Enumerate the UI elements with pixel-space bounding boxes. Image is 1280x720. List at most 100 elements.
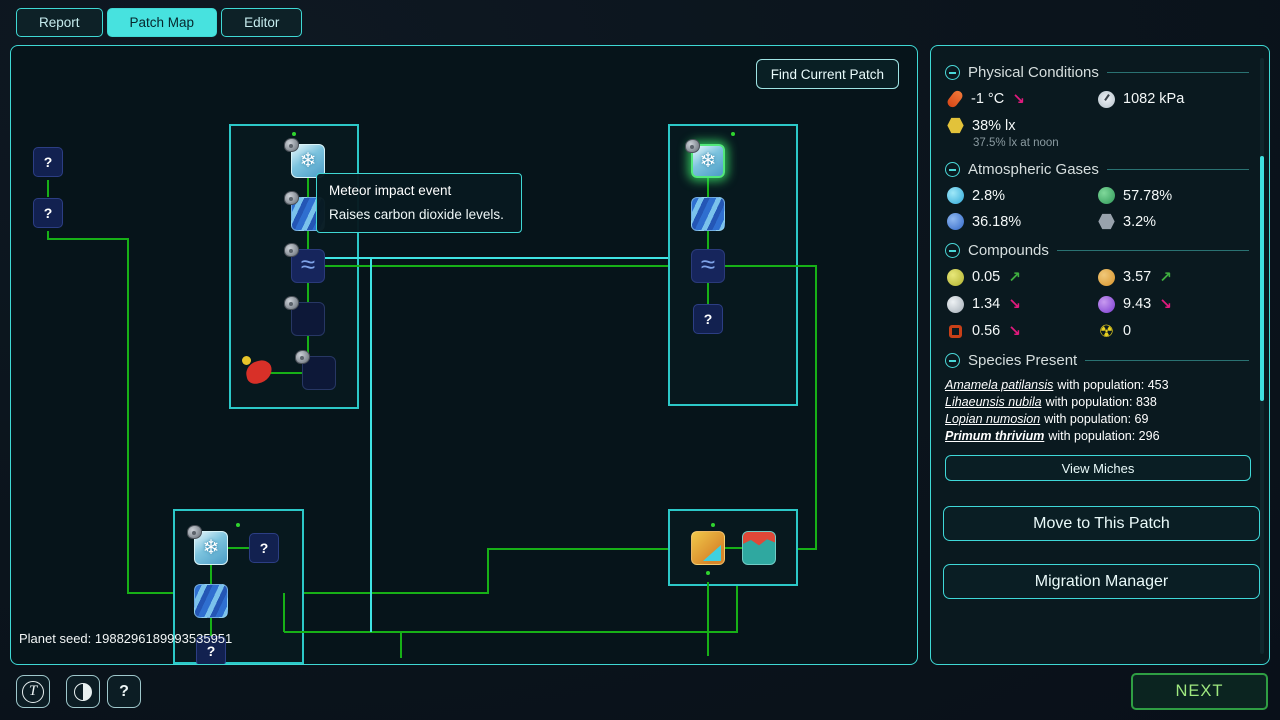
tooltip-title: Meteor impact event — [329, 183, 509, 198]
thriveopedia-button[interactable]: T — [16, 675, 50, 708]
section-title: Species Present — [968, 352, 1077, 369]
player-species-marker[interactable] — [244, 358, 274, 384]
question-icon: ? — [704, 312, 713, 326]
stat-row: 38% lx — [947, 117, 1249, 134]
collapse-icon[interactable] — [945, 353, 960, 368]
patch-ice-shelf[interactable]: ❄ — [194, 531, 228, 565]
meteor-event-icon — [284, 243, 299, 257]
patch-abyssopelagic[interactable] — [291, 302, 325, 336]
section-physical-conditions: Physical Conditions — [945, 64, 1249, 81]
species-name-link[interactable]: Primum thrivium — [945, 429, 1044, 443]
patch-epipelagic[interactable]: ≈ — [691, 249, 725, 283]
section-divider — [1107, 72, 1249, 73]
section-species-present: Species Present — [945, 352, 1249, 369]
next-button[interactable]: NEXT — [1131, 673, 1268, 710]
other-gas-icon — [1098, 213, 1115, 230]
species-list: Amamela patilansiswith population: 453 L… — [945, 377, 1249, 445]
meteor-event-tooltip: Meteor impact event Raises carbon dioxid… — [316, 173, 522, 233]
collapse-icon[interactable] — [945, 65, 960, 80]
tab-editor[interactable]: Editor — [221, 8, 302, 37]
light-at-noon-label: 37.5% lx at noon — [973, 137, 1249, 149]
iron-value: 0.56 — [972, 323, 1000, 339]
trend-up-icon: ↗ — [1008, 268, 1021, 286]
map-node-dot — [236, 523, 240, 527]
patch-details-panel: Physical Conditions -1 °C ↘ 1082 kPa 38%… — [930, 45, 1270, 665]
patch-seafloor[interactable] — [302, 356, 336, 390]
trend-down-icon: ↘ — [1008, 322, 1021, 340]
patch-unknown[interactable]: ? — [33, 147, 63, 177]
iron-icon — [949, 325, 962, 338]
temperature-stat: -1 °C ↘ — [947, 90, 1098, 108]
stat-row: 1.34 ↘ 9.43 ↘ — [947, 295, 1249, 313]
planet-seed-label: Planet seed: 1988296189993535951 — [19, 631, 232, 646]
radiation-stat: ☢ 0 — [1098, 322, 1249, 340]
hydrogen-sulfide-value: 9.43 — [1123, 296, 1151, 312]
pressure-gauge-icon — [1098, 91, 1115, 108]
help-icon: ? — [119, 683, 129, 701]
species-population: with population: 69 — [1044, 412, 1148, 426]
species-row: Amamela patilansiswith population: 453 — [945, 377, 1249, 394]
collapse-icon[interactable] — [945, 243, 960, 258]
meteor-event-icon — [295, 350, 310, 364]
pressure-value: 1082 kPa — [1123, 91, 1184, 107]
trend-down-icon: ↘ — [1008, 295, 1021, 313]
carbon-dioxide-icon — [947, 213, 964, 230]
nitrogen-icon — [1098, 187, 1115, 204]
meteor-event-icon — [187, 525, 202, 539]
carbon-dioxide-value: 36.18% — [972, 214, 1021, 230]
tab-patch-map[interactable]: Patch Map — [107, 8, 218, 37]
glucose-stat: 0.05 ↗ — [947, 268, 1098, 286]
species-spot-icon — [242, 356, 251, 365]
trend-up-icon: ↗ — [1159, 268, 1172, 286]
scrollbar-thumb[interactable] — [1260, 156, 1264, 401]
species-name-link[interactable]: Amamela patilansis — [945, 378, 1053, 392]
find-current-patch-button[interactable]: Find Current Patch — [756, 59, 899, 89]
section-title: Physical Conditions — [968, 64, 1099, 81]
migration-manager-button[interactable]: Migration Manager — [943, 564, 1260, 599]
trend-down-icon: ↘ — [1012, 90, 1025, 108]
meteor-event-icon — [685, 139, 700, 153]
hydrogen-sulfide-icon — [1098, 296, 1115, 313]
help-button[interactable]: ? — [107, 675, 141, 708]
collapse-icon[interactable] — [945, 162, 960, 177]
editor-tabs: Report Patch Map Editor — [16, 8, 302, 37]
patch-ice-shelf-selected[interactable]: ❄ — [691, 144, 725, 178]
patch-coastal[interactable] — [194, 584, 228, 618]
oxygen-icon — [947, 187, 964, 204]
species-name-link[interactable]: Lopian numosion — [945, 412, 1040, 426]
map-node-dot — [292, 132, 296, 136]
stat-row: 36.18% 3.2% — [947, 213, 1249, 230]
move-to-patch-button[interactable]: Move to This Patch — [943, 506, 1260, 541]
pressure-stat: 1082 kPa — [1098, 90, 1249, 108]
other-gas-stat: 3.2% — [1098, 213, 1249, 230]
ammonia-value: 3.57 — [1123, 269, 1151, 285]
patch-hydrothermal-vents[interactable] — [742, 531, 776, 565]
thermometer-icon — [946, 89, 965, 109]
species-population: with population: 838 — [1046, 395, 1157, 409]
patch-coastal[interactable] — [691, 197, 725, 231]
species-name-link[interactable]: Lihaeunsis nubila — [945, 395, 1042, 409]
thriveopedia-icon: T — [22, 681, 44, 703]
patch-unknown[interactable]: ? — [693, 304, 723, 334]
theme-toggle-button[interactable] — [66, 675, 100, 708]
radiation-value: 0 — [1123, 323, 1131, 339]
tab-report[interactable]: Report — [16, 8, 103, 37]
patch-unknown[interactable]: ? — [33, 198, 63, 228]
meteor-event-icon — [284, 296, 299, 310]
patch-epipelagic[interactable]: ≈ — [291, 249, 325, 283]
light-stat: 38% lx — [947, 117, 1109, 134]
map-node-dot — [711, 523, 715, 527]
section-atmospheric-gases: Atmospheric Gases — [945, 161, 1249, 178]
stat-row: -1 °C ↘ 1082 kPa — [947, 90, 1249, 108]
view-miches-button[interactable]: View Miches — [945, 455, 1251, 481]
oxygen-value: 2.8% — [972, 188, 1005, 204]
section-divider — [1107, 169, 1249, 170]
map-node-dot — [731, 132, 735, 136]
radiation-icon: ☢ — [1098, 323, 1115, 340]
patch-unknown[interactable]: ? — [249, 533, 279, 563]
patch-estuary[interactable] — [691, 531, 725, 565]
theme-contrast-icon — [74, 683, 92, 701]
section-divider — [1085, 360, 1249, 361]
patch-map-panel: ? ? ❄ ≈ ❄ ≈ ? ❄ ? ? — [10, 45, 918, 665]
section-title: Compounds — [968, 242, 1049, 259]
